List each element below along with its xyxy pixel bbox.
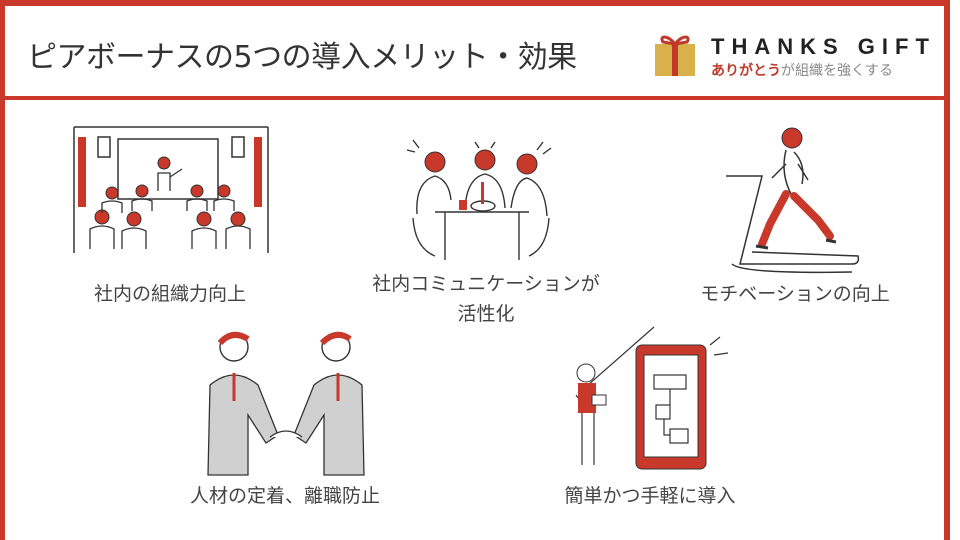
benefit-label-motivation: モチベーションの向上 [700, 283, 890, 305]
label-line-2: 活性化 [457, 303, 515, 325]
benefit-label-communication: 社内コミュニケーションが 活性化 [372, 269, 600, 329]
thanks-gift-logo: THANKS GIFT ありがとうが組織を強くする [653, 30, 953, 80]
page-title: ピアボーナスの5つの導入メリット・効果 [27, 40, 577, 75]
header: ピアボーナスの5つの導入メリット・効果 THANKS GIFT ありがとうが組織… [5, 6, 944, 100]
label-line-1: 社内コミュニケーションが [372, 273, 600, 295]
tablet-presenter-icon [575, 326, 729, 470]
presentation-audience-icon [73, 126, 269, 253]
benefit-label-easy-introduction: 簡単かつ手軽に導入 [564, 485, 736, 507]
logo-wordmark: THANKS GIFT [711, 34, 936, 59]
tagline-accent: ありがとう [711, 63, 781, 79]
benefit-label-organization: 社内の組織力向上 [93, 283, 247, 305]
benefit-label-retention: 人材の定着、離職防止 [189, 485, 381, 507]
handshake-icon [207, 331, 365, 476]
team-conversation-icon [406, 139, 552, 260]
gift-box-icon [655, 35, 695, 76]
logo-tagline: ありがとうが組織を強くする [711, 60, 893, 80]
treadmill-runner-icon [726, 127, 860, 274]
tagline-rest: が組織を強くする [781, 63, 893, 79]
